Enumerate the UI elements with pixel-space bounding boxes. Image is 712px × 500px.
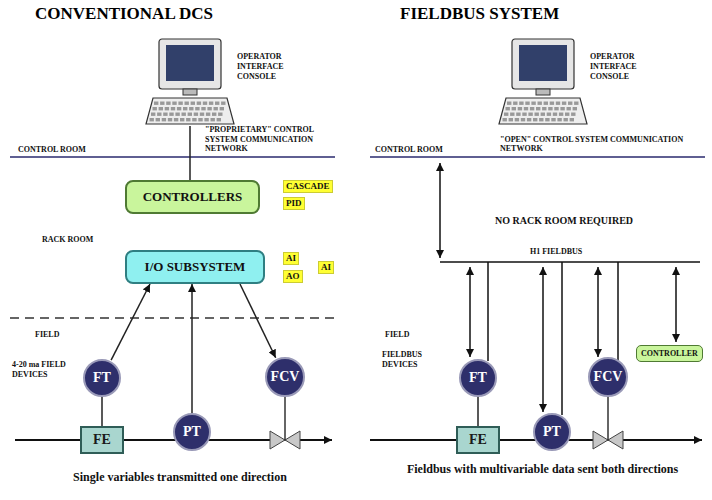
valve-stem bbox=[284, 396, 286, 440]
io-box: I/O SUBSYSTEM bbox=[125, 250, 265, 284]
zone-label: CONTROL ROOM bbox=[18, 145, 86, 155]
h1-fieldbus bbox=[440, 261, 700, 263]
fieldbus-drop bbox=[675, 267, 677, 342]
node-text: FCV bbox=[594, 369, 623, 385]
signal-tag: AI bbox=[283, 252, 299, 265]
signal-line bbox=[111, 284, 150, 360]
computer-icon bbox=[498, 38, 588, 126]
computer-icon bbox=[145, 38, 235, 126]
instrument-circle: PT bbox=[533, 413, 571, 451]
fieldbus-drop bbox=[469, 267, 471, 357]
signal-tag: CASCADE bbox=[283, 180, 333, 193]
flow-element-box: FE bbox=[80, 426, 124, 454]
instrument-circle: PT bbox=[173, 413, 211, 451]
signal-line bbox=[191, 284, 193, 413]
node-text: FE bbox=[93, 432, 111, 448]
node-text: PT bbox=[183, 424, 201, 440]
signal-line bbox=[477, 397, 479, 426]
signal-line bbox=[189, 126, 191, 180]
signal-tag: PID bbox=[283, 197, 305, 210]
bus-label: H1 FIELDBUS bbox=[530, 247, 582, 257]
zone-label: CONTROL ROOM bbox=[375, 145, 443, 155]
instrument-circle: FT bbox=[459, 359, 497, 397]
node-text: PT bbox=[543, 424, 561, 440]
operator-console: OPERATOR INTERFACE CONSOLE bbox=[145, 38, 320, 126]
node-text: OPERATOR INTERFACE CONSOLE bbox=[237, 52, 315, 82]
signal-line bbox=[240, 284, 276, 358]
node-text: OPERATOR INTERFACE CONSOLE bbox=[590, 52, 668, 82]
panel-title: FIELDBUS SYSTEM bbox=[400, 5, 559, 24]
flow-element-box: FE bbox=[456, 426, 500, 454]
zone-label: 4-20 ma FIELD DEVICES bbox=[12, 360, 76, 379]
fieldbus-drop bbox=[597, 267, 599, 357]
network-label: "PROPRIETARY" CONTROL SYSTEM COMMUNICATI… bbox=[205, 125, 337, 154]
controller-box: CONTROLLER bbox=[636, 345, 703, 362]
bus-link bbox=[439, 163, 441, 258]
field-boundary bbox=[10, 317, 335, 319]
operator-console: OPERATOR INTERFACE CONSOLE bbox=[498, 38, 673, 126]
valve-stem bbox=[607, 396, 609, 440]
network-bus bbox=[10, 156, 335, 158]
zone-label: FIELD bbox=[35, 330, 59, 340]
node-text: I/O SUBSYSTEM bbox=[145, 259, 246, 275]
fieldbus-drop bbox=[542, 267, 544, 412]
node-text: FCV bbox=[271, 369, 300, 385]
signal-line bbox=[101, 397, 103, 426]
node-text: CONTROLLER bbox=[641, 349, 698, 358]
node-text: FE bbox=[469, 432, 487, 448]
instrument-circle: FCV bbox=[588, 357, 629, 398]
instrument-circle: FT bbox=[83, 359, 121, 397]
fieldbus-drop bbox=[487, 262, 489, 361]
node-text: FT bbox=[93, 370, 111, 386]
caption: Fieldbus with multivariable data sent bo… bbox=[380, 462, 705, 477]
zone-label: NO RACK ROOM REQUIRED bbox=[495, 215, 633, 227]
caption: Single variables transmitted one directi… bbox=[20, 470, 340, 485]
fieldbus-drop bbox=[617, 262, 619, 361]
network-bus bbox=[370, 156, 705, 158]
panel-title: CONVENTIONAL DCS bbox=[35, 5, 213, 24]
fieldbus-drop bbox=[561, 262, 563, 415]
node-text: CONTROLLERS bbox=[143, 189, 243, 205]
node-text: FT bbox=[469, 370, 487, 386]
signal-tag: AO bbox=[283, 270, 303, 283]
zone-label: RACK ROOM bbox=[42, 235, 93, 245]
network-label: "OPEN" CONTROL SYSTEM COMMUNICATION NETW… bbox=[500, 135, 705, 154]
zone-label: FIELDBUS DEVICES bbox=[382, 350, 452, 369]
instrument-circle: FCV bbox=[265, 357, 306, 398]
signal-tag: AI bbox=[318, 261, 334, 274]
controller-box: CONTROLLERS bbox=[125, 180, 260, 214]
zone-label: FIELD bbox=[385, 330, 409, 340]
